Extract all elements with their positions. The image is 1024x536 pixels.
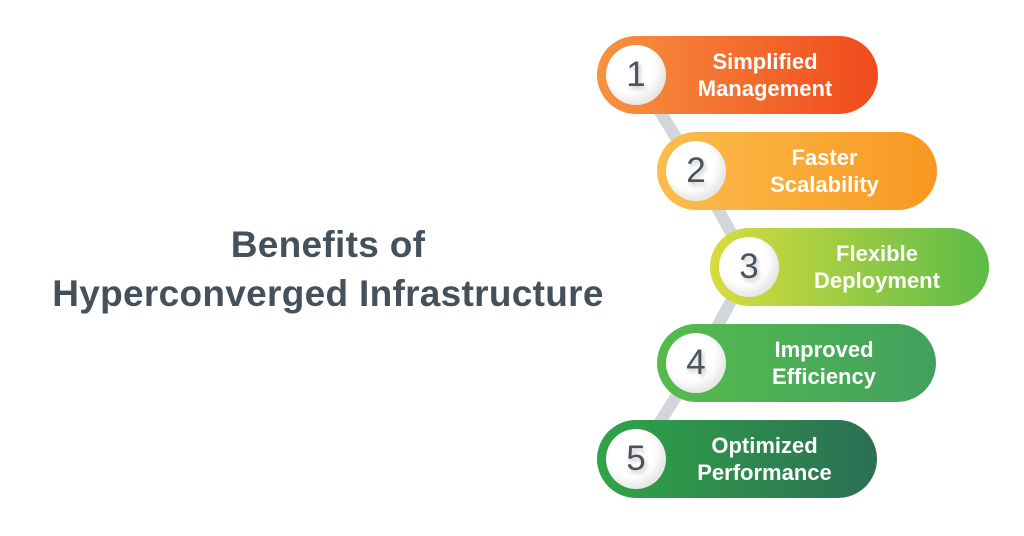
benefit-label: Optimized Performance (697, 433, 832, 485)
step-number-badge-1: 1 (606, 45, 666, 105)
step-number-badge-5: 5 (606, 429, 666, 489)
benefit-pill-2: 2 Faster Scalability (657, 132, 937, 210)
benefit-pill-1: 1 Simplified Management (597, 36, 878, 114)
step-number-badge-2: 2 (666, 141, 726, 201)
benefit-pill-3: 3 Flexible Deployment (710, 228, 989, 306)
step-number: 5 (626, 439, 646, 478)
benefit-label: Faster Scalability (770, 145, 879, 197)
step-number-badge-4: 4 (666, 333, 726, 393)
benefit-label: Flexible Deployment (814, 241, 940, 293)
benefit-pill-5: 5 Optimized Performance (597, 420, 877, 498)
step-number: 4 (686, 343, 706, 382)
benefit-label: Simplified Management (697, 49, 833, 101)
benefit-label: Improved Efficiency (772, 337, 876, 389)
page-title-line2: Hyperconverged Infrastructure (52, 273, 604, 314)
step-number: 1 (626, 55, 646, 94)
step-number-badge-3: 3 (719, 237, 779, 297)
step-number: 3 (739, 247, 759, 286)
benefit-pill-4: 4 Improved Efficiency (657, 324, 936, 402)
page-title-line1: Benefits of (230, 224, 426, 265)
page-title: Benefits of Hyperconverged Infrastructur… (0, 220, 656, 318)
step-number: 2 (686, 151, 706, 190)
